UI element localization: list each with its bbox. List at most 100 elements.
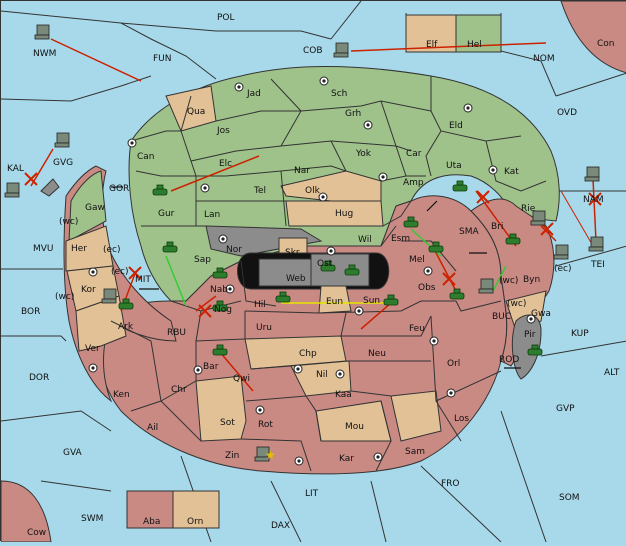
tank-icon [383,294,399,306]
province-Orn[interactable] [172,490,220,529]
province-Con[interactable] [560,0,626,74]
province-Aba[interactable] [126,490,174,529]
label-Byn: Byn [523,275,540,285]
label-Zin: Zin [225,451,239,461]
province-Sot[interactable] [195,375,247,442]
label-Amp: Amp [403,178,424,188]
label-ROD: ROD [499,355,519,365]
label-ec-2: (ec) [111,267,129,277]
tank-icon [344,264,360,276]
label-KAL: KAL [7,164,24,174]
ship-icon [254,446,270,462]
label-Olk: Olk [305,186,321,196]
supply-center-icon [429,336,439,346]
label-Nor: Nor [226,245,242,255]
label-Hil: Hil [254,300,266,310]
label-wc-2: (wc) [55,292,74,302]
order-arrows [30,38,597,392]
label-Yok: Yok [355,149,372,159]
tank-icon [505,233,521,245]
ship-icon [101,288,117,304]
supply-center-icon [294,456,304,466]
label-Kar: Kar [339,454,354,464]
fleets [4,24,604,462]
label-FUN: FUN [153,54,172,64]
supply-center-icon [319,76,329,86]
label-MIT: MIT [135,275,151,285]
label-RBU: RBU [167,328,186,338]
label-ec-3: (ec) [554,264,572,274]
label-Ver: Ver [85,344,100,354]
ship-icon [588,236,604,252]
label-GVP: GVP [556,404,575,414]
label-Cow: Cow [27,528,46,538]
label-BUC: BUC [492,312,511,322]
label-Rie: Rie [521,204,536,214]
armies [118,180,543,356]
supply-center-icon [318,192,328,202]
ship-icon [333,42,349,58]
supply-center-icon [373,452,383,462]
supply-center-icon [488,165,498,175]
tank-icon [449,288,465,300]
label-Kor: Kor [81,285,96,295]
label-NAM: NAM [583,195,604,205]
tank-icon [320,260,336,272]
label-wc-3: (wc) [499,276,518,286]
supply-center-icon [526,314,536,324]
label-Gwa: Gwa [531,309,551,319]
label-Elf: Elf [426,40,438,50]
label-GVG: GVG [53,158,73,168]
ship-icon [478,278,494,294]
province-Elf[interactable] [405,14,457,53]
supply-center-icon [446,388,456,398]
supply-center-icon [363,120,373,130]
supply-center-icon [335,369,345,379]
label-Rot: Rot [258,420,273,430]
label-Gur: Gur [158,209,175,219]
tank-icon [118,298,134,310]
label-LIT: LIT [305,489,319,499]
province-Sam-area[interactable] [390,390,442,442]
label-Esm: Esm [391,234,410,244]
supply-center-icon [88,267,98,277]
label-FRO: FRO [441,479,460,489]
label-Uta: Uta [446,161,462,171]
island-GVG [40,178,60,197]
label-DAX: DAX [271,521,290,531]
tank-icon [275,291,291,303]
supply-center-icon [378,172,388,182]
label-Ken: Ken [113,390,130,400]
label-Sam: Sam [405,447,425,457]
star-icon: ★ [265,448,276,462]
supply-center-icon [293,364,303,374]
tank-icon [212,344,228,356]
supply-center-icon [193,365,203,375]
label-Obs: Obs [418,283,436,293]
supply-center-icon [127,138,137,148]
label-Jos: Jos [216,126,230,136]
tank-icon [162,241,178,253]
label-Orn: Orn [187,517,203,527]
label-Her: Her [71,244,87,254]
label-Bri: Bri [491,222,503,232]
label-Mou: Mou [345,422,364,432]
supply-center-icon [463,103,473,113]
label-KUP: KUP [571,329,589,339]
ship-icon [54,132,70,148]
label-Can: Can [137,152,155,162]
label-Nog: Nog [214,305,232,315]
label-SOM: SOM [559,493,580,503]
label-BOR: BOR [21,307,40,317]
ship-icon [34,24,50,40]
province-Eun[interactable] [318,285,352,314]
label-Nar: Nar [294,166,310,176]
label-DOR: DOR [29,373,49,383]
province-Gaw[interactable] [68,170,107,242]
label-GOR: GOR [109,184,129,194]
label-ec-1: (ec) [103,245,121,255]
province-labels: POL COB Elf Hel Con NWM FUN NOM OVD KAL … [7,13,620,538]
label-Elc: Elc [219,159,232,169]
